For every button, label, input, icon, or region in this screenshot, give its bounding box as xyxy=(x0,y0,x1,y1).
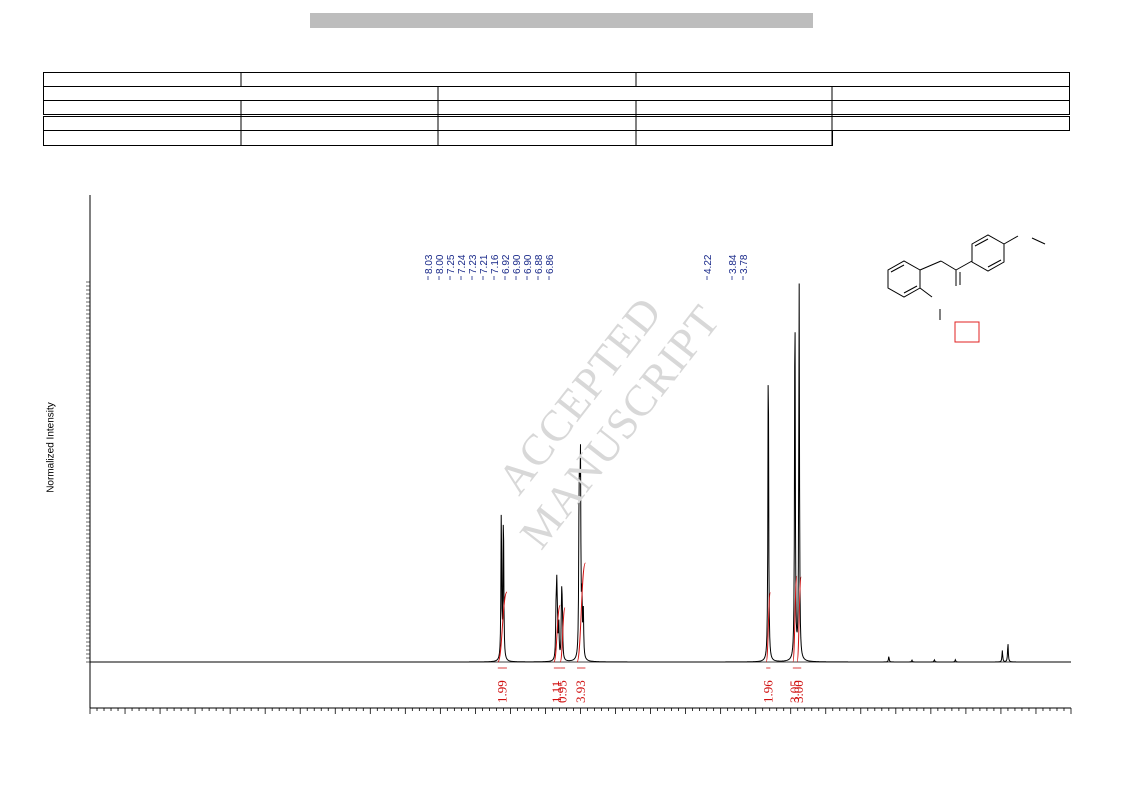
peak-label: 3.84 xyxy=(728,254,739,274)
header-bar xyxy=(310,13,813,28)
peak-label: 7.23 xyxy=(468,254,479,274)
peak-label: 8.03 xyxy=(424,254,435,274)
integral-value: 0.95 xyxy=(555,680,570,703)
integral-curve xyxy=(553,604,561,663)
peak-label: 7.16 xyxy=(490,254,501,274)
peak-label: 3.78 xyxy=(739,254,750,274)
peak-label: 6.90 xyxy=(523,254,534,274)
parameter-table xyxy=(43,72,1070,146)
integral-value: 1.96 xyxy=(760,680,775,703)
integral-value: 1.11 xyxy=(549,681,564,703)
y-axis-label: Normalized Intensity xyxy=(45,402,57,493)
integral-value: 3.05 xyxy=(787,680,802,703)
peak-label: 7.24 xyxy=(457,254,468,274)
spectrum-trace xyxy=(90,283,1071,663)
peak-label: 4.22 xyxy=(703,254,714,274)
peak-label: 6.90 xyxy=(512,254,523,274)
peak-label: 6.88 xyxy=(534,254,545,274)
integral-curve xyxy=(765,592,771,663)
molecule-structure xyxy=(887,234,1046,320)
x-ticks xyxy=(89,708,1072,714)
integral-value: 1.99 xyxy=(494,680,509,703)
integral-value: 3.00 xyxy=(791,680,806,703)
y-ticks xyxy=(86,281,90,663)
compound-label-box xyxy=(954,321,980,343)
integral-curve xyxy=(792,575,798,663)
peak-label: 8.00 xyxy=(435,254,446,274)
peak-label: 7.21 xyxy=(479,254,490,274)
peak-label: 6.86 xyxy=(545,254,556,274)
peak-label: 7.25 xyxy=(446,254,457,274)
integral-curve xyxy=(796,576,802,663)
integral-curve xyxy=(576,562,586,663)
integral-value: 3.93 xyxy=(573,680,588,703)
peak-label: 6.92 xyxy=(501,254,512,274)
integral-curve xyxy=(497,591,508,663)
integral-curve xyxy=(559,607,566,663)
